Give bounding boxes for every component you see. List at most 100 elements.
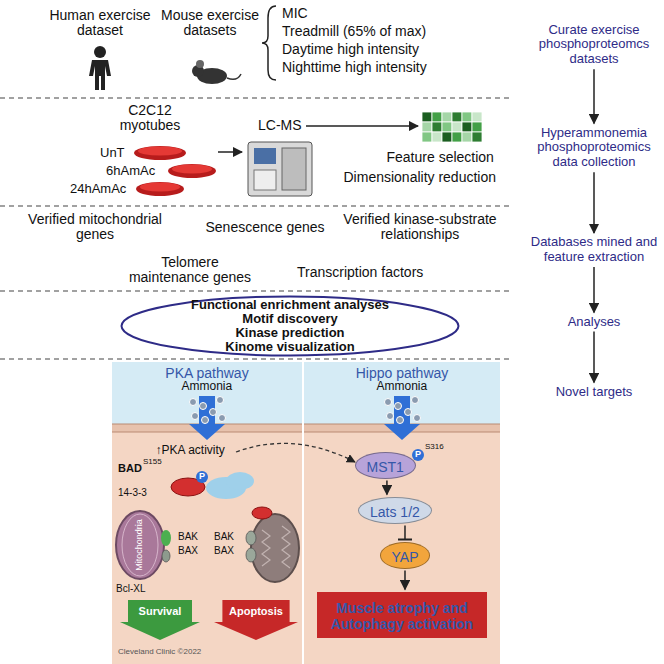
- protein-oval: YAP: [380, 542, 431, 569]
- protein-oval: MST1: [355, 452, 416, 479]
- section-divider: [0, 290, 510, 291]
- mitochondrion: [116, 511, 164, 579]
- node-text: Lats 1/2: [370, 501, 420, 520]
- node-text: Motif discovery: [120, 312, 460, 326]
- ammonia-molecules: [190, 397, 226, 424]
- node-text: PKA pathway: [112, 362, 302, 381]
- human-icon: [89, 46, 111, 90]
- text-label: P: [415, 450, 421, 460]
- matrix-cell: [432, 112, 442, 122]
- section-divider: [0, 97, 510, 98]
- node-text: Hyperammonemia phosphoproteomics data co…: [527, 126, 661, 171]
- text-label: MIC: [282, 6, 308, 21]
- matrix-cell: [462, 122, 472, 132]
- text-label: UnT: [100, 146, 125, 160]
- matrix-cell: [422, 122, 432, 132]
- connector: [593, 331, 595, 382]
- protein-oval: Lats 1/2: [358, 497, 432, 524]
- lc-ms-instrument: [254, 170, 276, 190]
- matrix-cell: [432, 132, 442, 142]
- protein-14-3-3: [226, 472, 254, 490]
- matrix-cell: [422, 112, 432, 122]
- phospho-circle: [412, 449, 424, 461]
- mitochondrion: [122, 514, 158, 576]
- culture-dish: [134, 146, 186, 160]
- node-text: Analyses: [527, 315, 661, 330]
- node-text: Kinome visualization: [120, 340, 460, 354]
- text-label: BAD: [118, 462, 142, 474]
- text-label: Senescence genes: [206, 220, 325, 235]
- text-label: BAK: [178, 531, 198, 542]
- text-label: Nighttime high intensity: [282, 60, 427, 75]
- cell-background: [304, 428, 500, 664]
- data-matrix: [422, 112, 482, 142]
- matrix-cell: [442, 112, 452, 122]
- ammonia-molecules: [190, 397, 421, 424]
- culture-dish: [136, 182, 184, 196]
- human-icon: [94, 46, 106, 58]
- block-arrow-shape: [120, 600, 200, 640]
- flow-arrow: [218, 151, 242, 153]
- text-label: S155: [143, 458, 162, 467]
- text-label: C2C12 myotubes: [100, 103, 200, 134]
- connector: [386, 481, 388, 495]
- outcome-arrow: Apoptosis: [214, 600, 298, 640]
- text-label: Dimensionality reduction: [344, 170, 497, 185]
- mitochondrion: [262, 526, 290, 568]
- mouse-icon: [227, 74, 241, 79]
- mitochondrion: [251, 514, 299, 582]
- section-divider: [0, 358, 510, 359]
- node-text: Hippo pathway: [304, 362, 500, 381]
- node-text: Survival: [120, 600, 200, 617]
- inhibition-bar: [398, 539, 412, 541]
- bak-bax: [246, 548, 256, 562]
- culture-dish: [140, 183, 180, 192]
- dashed-arrow: [236, 443, 355, 462]
- block-arrow-shape: [214, 600, 298, 640]
- brace: [262, 6, 276, 80]
- cell-background: [112, 428, 302, 664]
- ammonia-arrow: [189, 396, 225, 440]
- bak-bax: [246, 531, 256, 562]
- text-label: Mouse exercise datasets: [155, 8, 265, 39]
- matrix-cell: [462, 132, 472, 142]
- text-label: S316: [425, 443, 444, 452]
- node-text: Muscle atrophy and Autophagy activation: [323, 597, 481, 634]
- pathway-panel: PKA pathwaySurvival Apoptosis: [112, 362, 302, 664]
- pipeline-step: Hyperammonemia phosphoproteomics data co…: [527, 126, 661, 171]
- matrix-cell: [472, 122, 482, 132]
- lc-ms-instrument: [254, 148, 276, 164]
- text-label: P: [199, 472, 205, 482]
- matrix-cell: [442, 122, 452, 132]
- cell-membrane: [112, 424, 500, 432]
- section-divider: [0, 205, 510, 206]
- text-label: Transcription factors: [297, 265, 423, 280]
- node-text: Databases mined and feature extraction: [527, 235, 661, 265]
- node-text: Kinase prediction: [120, 326, 460, 340]
- pipeline-step: Novel targets: [527, 385, 661, 400]
- phospho-circle: [196, 471, 208, 483]
- cell-background: [112, 362, 302, 428]
- matrix-cell: [422, 132, 432, 142]
- matrix-cell: [462, 112, 472, 122]
- pipeline-step: Databases mined and feature extraction: [527, 235, 661, 265]
- ammonia-molecules: [385, 397, 421, 424]
- pipeline-step: Curate exercise phosphoproteomcs dataset…: [527, 23, 661, 68]
- node-text: Apoptosis: [214, 600, 298, 617]
- text-label: 6hAmAc: [106, 164, 155, 178]
- text-label: Human exercise dataset: [45, 8, 155, 39]
- text-label: Verified mitochondrial genes: [20, 212, 170, 243]
- node-text: MST1: [367, 456, 404, 475]
- node-text: Novel targets: [527, 385, 661, 400]
- mitochondrion: [116, 511, 164, 579]
- connector: [593, 172, 595, 233]
- pathway-panel: Hippo pathwayMST1Lats 1/2YAP Muscle atrop…: [304, 362, 500, 664]
- bad-protein: [252, 507, 272, 519]
- text-label: BAX: [214, 545, 234, 556]
- analysis-ellipse: Functional enrichment analysesMotif disc…: [120, 295, 460, 357]
- matrix-cell: [472, 112, 482, 122]
- culture-dish: [172, 165, 212, 174]
- text-label: Bcl-XL: [116, 583, 145, 594]
- bcl-xl: [161, 530, 171, 546]
- human-icon: [89, 60, 111, 90]
